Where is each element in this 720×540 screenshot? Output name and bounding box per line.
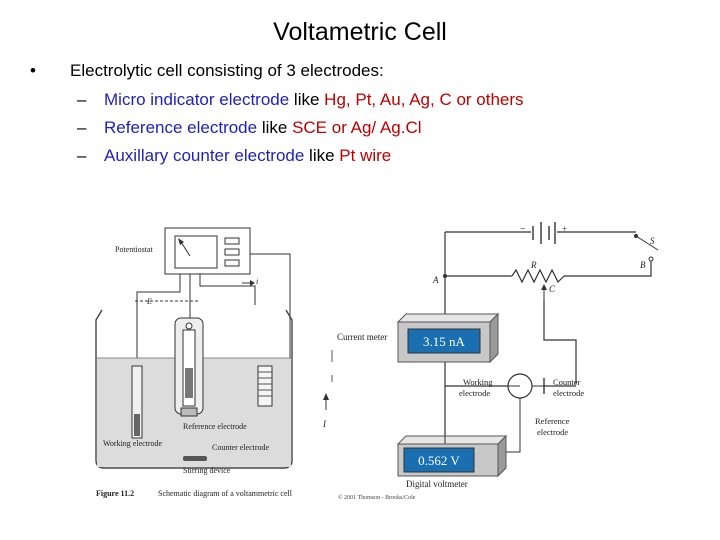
potentiostat-button [224,237,240,245]
dash-marker: – [77,118,87,137]
battery-minus-label: − [520,224,526,235]
sub-item-counter: –Auxillary counter electrode like Pt wir… [77,144,391,168]
beaker [95,309,293,469]
working-electrode [131,365,143,439]
battery-plus-label: + [562,224,567,234]
counter-electrode-label: electrode [553,388,584,398]
voltmeter-label: Digital voltmeter [406,479,468,489]
current-meter-display [407,328,481,354]
node-A-label: A [432,275,439,285]
sub-item-term: Reference electrode [104,118,258,137]
voltmeter-reading: 0.562 V [418,453,460,468]
sub-item-examples: SCE or Ag/ Ag.Cl [292,118,422,137]
sub-item-examples: Hg, Pt, Au, Ag, C or others [324,90,524,109]
dash-marker: – [77,146,87,165]
reference-electrode-label: Reference [535,416,570,426]
sub-item-like: like [304,146,340,165]
current-meter-label: Current meter [337,332,387,342]
reference-electrode-label: Reference electrode [183,422,247,431]
voltmeter-display [403,447,475,473]
current-i-label: i [256,277,258,286]
sub-item-examples: Pt wire [339,146,392,165]
current-meter-side [489,312,499,364]
switch-S-label: S [650,236,655,246]
dash-marker: – [77,90,87,109]
potentiostat-label: Potentiostat [115,245,154,254]
copyright-note: © 2001 Thomson - Brooks/Cole [338,494,416,501]
caption-number: Figure 11.2 [96,489,134,498]
switch-B-contact [648,256,654,262]
voltmeter-top [396,435,508,445]
main-bullet: • Electrolytic cell consisting of 3 elect… [30,59,384,83]
bullet-text: Electrolytic cell consisting of 3 electr… [70,61,384,80]
resistor-R-label: R [530,260,537,270]
sub-item-term: Auxillary counter electrode [104,146,305,165]
working-electrode-label: Working electrode [103,439,163,448]
reference-electrode-label: electrode [537,427,568,437]
caption-text: Schematic diagram of a voltammetric cell [158,489,293,498]
resistor [511,268,565,284]
bullet-marker: • [30,61,36,80]
working-electrode-label: electrode [459,388,490,398]
sub-item-micro: –Micro indicator electrode like Hg, Pt, … [77,88,524,112]
potentiostat-button [224,259,240,267]
current-meter-reading: 3.15 nA [423,334,466,349]
sub-item-term: Micro indicator electrode [104,90,290,109]
stirring-bar [183,456,207,461]
slider-C-label: C [549,284,556,294]
counter-electrode-label: Counter [553,377,581,387]
current-meter-top [396,313,500,323]
counter-electrode-label: Counter electrode [212,443,270,452]
sub-item-reference: –Reference electrode like SCE or Ag/ Ag.… [77,116,422,140]
sub-item-like: like [289,90,325,109]
slide-title: Voltametric Cell [273,18,447,46]
current-I-label: I [322,419,327,429]
sub-item-like: like [257,118,293,137]
stirring-device-label: Stirring device [183,466,231,475]
potential-E-label: E [146,297,152,306]
working-electrode-label: Working [463,377,493,387]
switch-B-label: B [640,260,646,270]
potentiostat-button [224,248,240,256]
